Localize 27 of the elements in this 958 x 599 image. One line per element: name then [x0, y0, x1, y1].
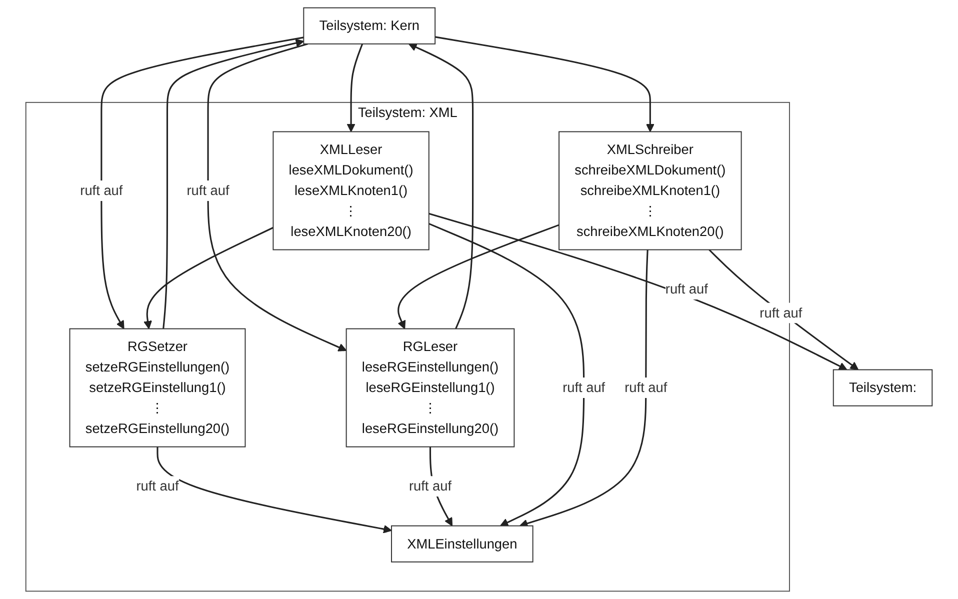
arrow — [100, 36, 304, 330]
arrow — [408, 43, 474, 330]
edge-label: ruft auf — [760, 304, 802, 320]
arrow — [708, 249, 859, 370]
edge-label: ruft auf — [136, 478, 179, 494]
node-box: XMLSchreiber schreibeXMLDokument() schreibeXMLKnoten1() ⋮ schreibeXMLKnoten20() — [558, 131, 742, 250]
arrow — [428, 212, 848, 370]
arrow — [144, 226, 274, 330]
edge-label: ruft auf — [562, 379, 606, 396]
arrow — [434, 36, 654, 132]
edge-label: ruft auf — [624, 379, 668, 396]
arrow — [207, 43, 347, 352]
node-box: RGLeser leseRGEinstellungen() leseRGEinstellung1() ⋮ leseRGEinstellung20() — [346, 328, 515, 448]
edge-label: ruft auf — [665, 280, 708, 297]
edge-label: ruft auf — [408, 478, 452, 494]
arrow — [162, 38, 304, 329]
arrow — [156, 446, 392, 534]
node-box: XMLEinstellungen — [391, 525, 534, 562]
node-box: Teilsystem: Kern — [303, 7, 436, 44]
edge-label: ruft auf — [80, 182, 123, 198]
edge-label: ruft auf — [186, 182, 230, 198]
arrow — [519, 250, 648, 528]
arrow — [398, 224, 560, 330]
node-box: XMLLeser leseXMLDokument() leseXMLKnoten1() ⋮ leseXMLKnoten20() — [272, 131, 430, 250]
node-box: Teilsystem: — [832, 369, 933, 406]
node-box: RGSetzer setzeRGEinstellungen() setzeRGEinstellung1() ⋮ setzeRGEinstellung20() — [69, 328, 246, 448]
arrow — [346, 44, 364, 132]
